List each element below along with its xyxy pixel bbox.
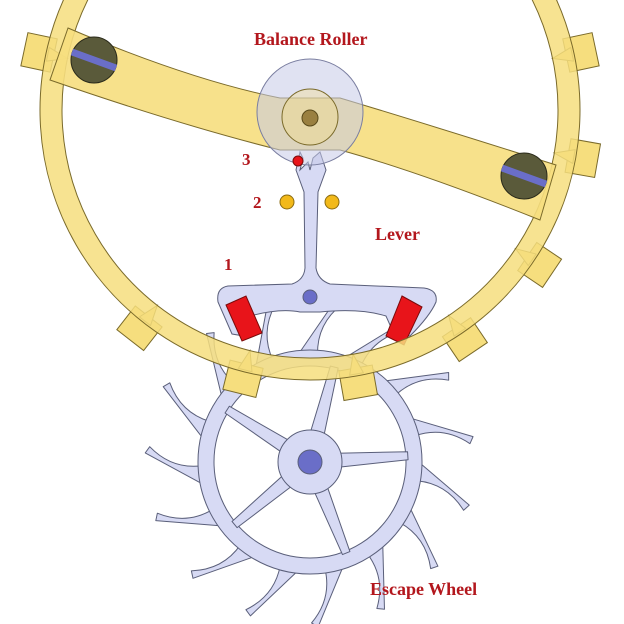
impulse-jewel xyxy=(292,155,304,167)
escape-wheel-tooth xyxy=(144,446,205,486)
escape-wheel-spoke xyxy=(336,451,409,468)
pallet-stone xyxy=(225,295,263,342)
callout-3: 3 xyxy=(242,150,251,169)
escape-wheel-tooth xyxy=(415,460,470,511)
callout-2: 2 xyxy=(253,193,262,212)
escape-wheel-tooth xyxy=(245,565,300,617)
timing-screw xyxy=(500,152,548,200)
balance-staff xyxy=(301,109,319,127)
escape-wheel-arbor xyxy=(297,449,323,475)
escape-wheel-spoke xyxy=(231,473,294,529)
escape-wheel-spoke xyxy=(224,405,291,454)
escape-wheel xyxy=(144,298,474,624)
timing-screw xyxy=(70,36,118,84)
balance-roller-label: Balance Roller xyxy=(254,29,367,49)
lever-arbor xyxy=(302,289,318,305)
lever-label: Lever xyxy=(375,224,420,244)
banking-pin xyxy=(324,194,340,210)
escape-wheel-label: Escape Wheel xyxy=(370,579,477,599)
banking-pin xyxy=(279,194,295,210)
balance-rim xyxy=(39,0,581,381)
escape-wheel-spoke xyxy=(313,484,351,556)
callout-1: 1 xyxy=(224,255,233,274)
lever-body xyxy=(217,150,437,337)
lever xyxy=(217,150,437,346)
balance-roller xyxy=(256,58,364,166)
